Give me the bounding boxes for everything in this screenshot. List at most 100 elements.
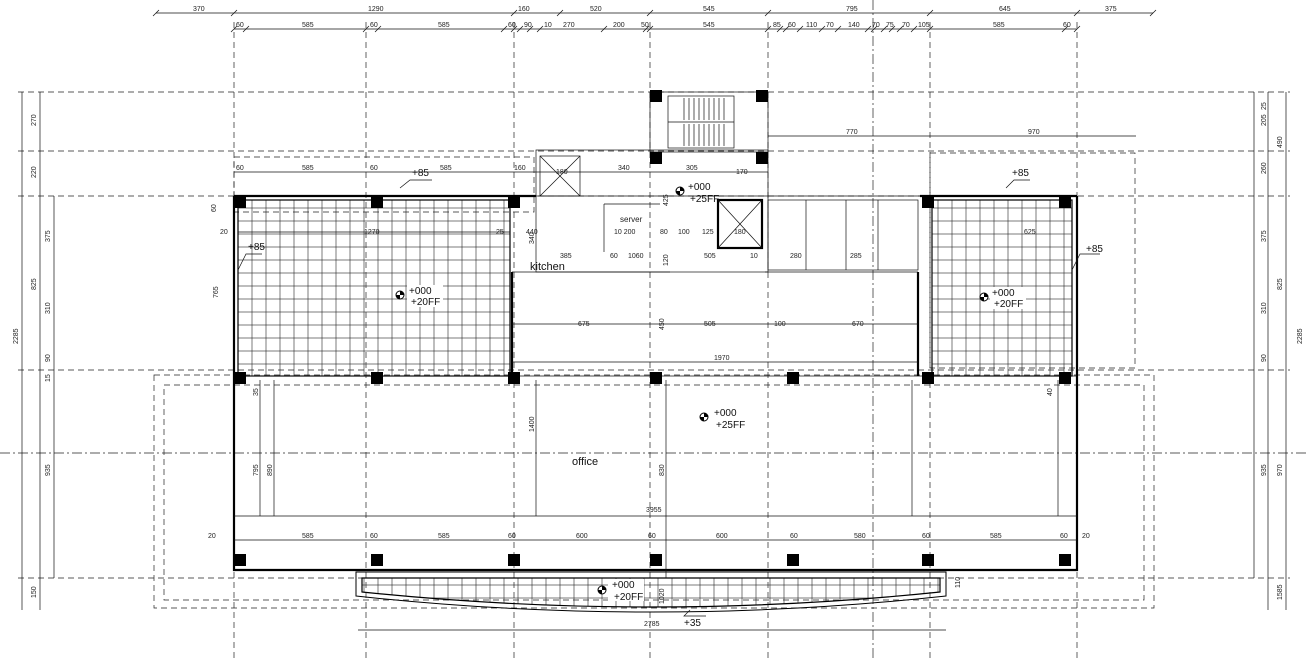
dim-inner: 625 [1024, 229, 1036, 236]
room-label-office: office [572, 456, 598, 468]
dim-inner: 1270 [364, 229, 380, 236]
dim-left: 935 [45, 464, 52, 476]
dim-core: 425 [663, 194, 670, 206]
level-value: +000 [612, 580, 635, 591]
dim-tick [374, 25, 382, 33]
dim-tick [880, 25, 888, 33]
dim-core: 450 [659, 318, 666, 330]
column [1059, 554, 1071, 566]
dim-inner: 675 [578, 321, 590, 328]
dim-right: 970 [1277, 464, 1284, 476]
dim-inner: 1400 [529, 416, 536, 432]
room-label-kitchen: kitchen [530, 261, 565, 273]
dim-tick [526, 25, 534, 33]
dim-top: 545 [703, 6, 715, 13]
dim-top2: 50 [641, 22, 649, 29]
dim-left: 825 [31, 278, 38, 290]
column [756, 152, 768, 164]
dim-tick [242, 25, 250, 33]
column [508, 196, 520, 208]
dim-top2: 585 [438, 22, 450, 29]
height-marks: +85 +85 +85 +85 +35 [237, 168, 1103, 629]
dim-inner: 795 [253, 464, 260, 476]
dim-core: 180 [734, 229, 746, 236]
dim-bottom: 60 [1060, 533, 1068, 540]
column [371, 372, 383, 384]
dim-core: 1060 [628, 253, 644, 260]
dim-tick [776, 25, 784, 33]
dim-top2: 545 [703, 22, 715, 29]
dim-right: 205 [1261, 114, 1268, 126]
dim-tick [362, 25, 370, 33]
dim-left: 2285 [13, 328, 20, 344]
dim-top2: 10 [544, 22, 552, 29]
dim-core: 385 [560, 253, 572, 260]
dim-top2: 70 [826, 22, 834, 29]
dim-tick [556, 9, 564, 17]
dim-tick [910, 25, 918, 33]
dim-top2: 85 [773, 22, 781, 29]
dim-top2: 60 [1063, 22, 1071, 29]
column [650, 372, 662, 384]
column [650, 90, 662, 102]
column [787, 372, 799, 384]
dim-tick [1073, 25, 1081, 33]
dim-bottom: 60 [790, 533, 798, 540]
dim-top: 520 [590, 6, 602, 13]
dim-inner: 1970 [714, 355, 730, 362]
dim-tick [926, 9, 934, 17]
dim-core: 25 [496, 229, 504, 236]
dim-left: 375 [45, 230, 52, 242]
dim-tick [782, 25, 790, 33]
side-dimensions: 270 220 375 825 310 765 90 15 935 150 22… [13, 92, 1304, 610]
dim-top2: 60 [788, 22, 796, 29]
mark-right-top: +85 [1012, 168, 1029, 179]
dim-right: 490 [1277, 136, 1284, 148]
mark-left-side: +85 [248, 242, 265, 253]
top-dimensions: 370 1290 160 520 545 795 645 375 60 585 … [152, 6, 1157, 33]
column [371, 196, 383, 208]
dim-core: 60 [610, 253, 618, 260]
dim-top: 375 [1105, 6, 1117, 13]
dim-left: 765 [213, 286, 220, 298]
structural-columns [234, 90, 1071, 566]
column [1059, 372, 1071, 384]
dim-top2: 585 [302, 22, 314, 29]
mark-right-side: +85 [1086, 244, 1103, 255]
level-marker-office: +000 +25FF [699, 408, 745, 431]
dim-top2: 270 [563, 22, 575, 29]
dim-right: 260 [1261, 162, 1268, 174]
mark-left-top: +85 [412, 168, 429, 179]
dim-top2: 105 [918, 22, 930, 29]
dim-top2: 70 [872, 22, 880, 29]
dim-tick [1061, 25, 1069, 33]
dim-tick [818, 25, 826, 33]
column [787, 554, 799, 566]
dim-tick [230, 25, 238, 33]
column [650, 554, 662, 566]
level-finish: +20FF [411, 297, 440, 308]
dim-bottom: 600 [576, 533, 588, 540]
dim-core: 170 [736, 169, 748, 176]
dim-bottom: 60 [922, 533, 930, 540]
dim-tick [646, 9, 654, 17]
dim-top2: 585 [993, 22, 1005, 29]
balcony [355, 571, 947, 613]
dim-terrace: 770 [846, 129, 858, 136]
dim-core: 60 [211, 204, 218, 212]
dim-core: 10 [750, 253, 758, 260]
dim-top: 370 [193, 6, 205, 13]
dim-left: 15 [45, 374, 52, 382]
column [922, 372, 934, 384]
dim-right: 375 [1261, 230, 1268, 242]
dim-terrace: 970 [1028, 129, 1040, 136]
dim-top2: 75 [886, 22, 894, 29]
dim-top2: 60 [508, 22, 516, 29]
dim-bottom: 60 [508, 533, 516, 540]
level-value: +000 [409, 286, 432, 297]
dim-core: 440 [526, 229, 538, 236]
dim-tick [864, 25, 872, 33]
stair-treads [683, 98, 725, 146]
dim-terrace: 585 [440, 165, 452, 172]
dim-top: 795 [846, 6, 858, 13]
